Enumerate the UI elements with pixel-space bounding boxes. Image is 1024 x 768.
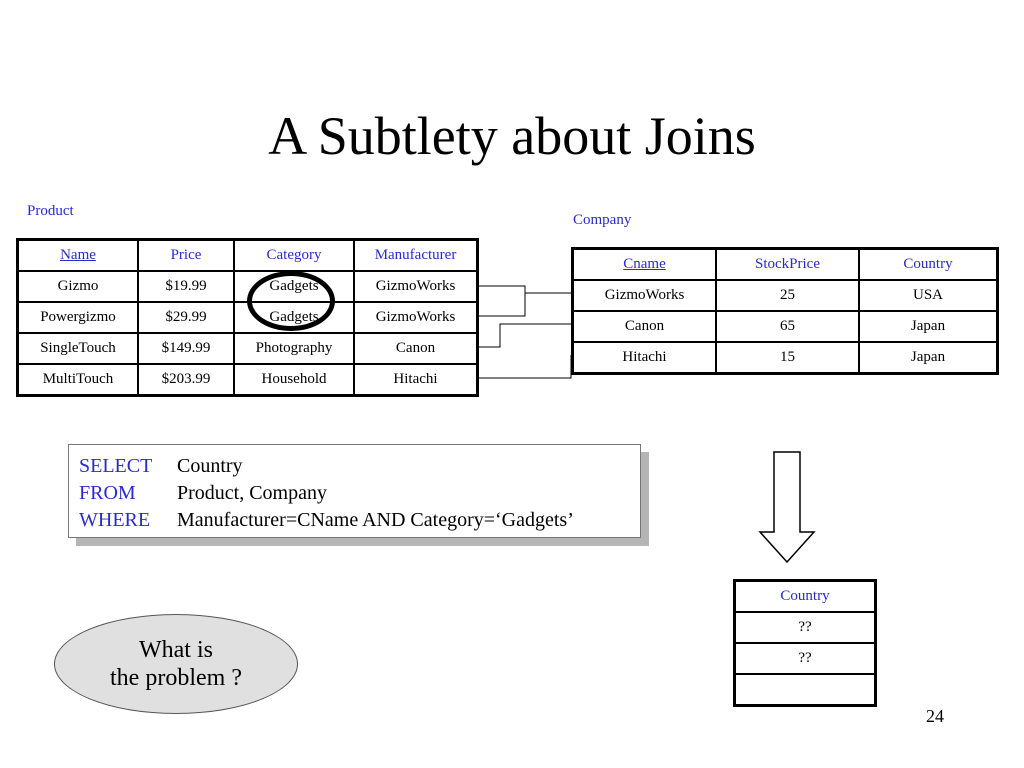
- table-row: MultiTouch $203.99 Household Hitachi: [16, 363, 479, 397]
- table-cell: Japan: [858, 341, 999, 375]
- table-cell: $149.99: [137, 332, 235, 365]
- table-row: SingleTouch $149.99 Photography Canon: [16, 332, 479, 365]
- sql-query-box: SELECT Country FROM Product, Company WHERE…: [68, 444, 641, 538]
- table-cell: USA: [858, 279, 999, 312]
- column-header-price: Price: [137, 238, 235, 272]
- join-line-gizmoworks: [479, 285, 526, 317]
- table-cell: GizmoWorks: [571, 279, 717, 312]
- table-cell: Hitachi: [571, 341, 717, 375]
- table-header-row: Name Price Category Manufacturer: [16, 238, 479, 272]
- table-cell: 25: [715, 279, 860, 312]
- table-cell: Hitachi: [353, 363, 479, 397]
- table-cell: 15: [715, 341, 860, 375]
- table-cell: Canon: [571, 310, 717, 343]
- table-cell: Powergizmo: [16, 301, 139, 334]
- table-header-row: Cname StockPrice Country: [571, 247, 999, 281]
- from-clause: FROM Product, Company: [79, 480, 640, 507]
- table-row: ??: [733, 642, 877, 675]
- join-line-canon: [479, 323, 571, 348]
- company-table-caption: Company: [573, 212, 632, 228]
- where-value: Manufacturer=CName AND Category=‘Gadgets…: [177, 509, 574, 531]
- column-header-country: Country: [858, 247, 999, 281]
- select-clause: SELECT Country: [79, 453, 640, 480]
- table-row: GizmoWorks 25 USA: [571, 279, 999, 312]
- callout-line-2: the problem ?: [110, 665, 242, 691]
- gadgets-highlight-circle: [247, 271, 335, 331]
- table-cell: MultiTouch: [16, 363, 139, 397]
- result-table: Country ?? ??: [733, 579, 877, 707]
- table-row: Canon 65 Japan: [571, 310, 999, 343]
- table-cell: Japan: [858, 310, 999, 343]
- column-header-manufacturer: Manufacturer: [353, 238, 479, 272]
- table-cell: SingleTouch: [16, 332, 139, 365]
- where-clause: WHERE Manufacturer=CName AND Category=‘Ga…: [79, 507, 640, 534]
- slide-title: A Subtlety about Joins: [268, 106, 756, 166]
- table-cell: GizmoWorks: [353, 270, 479, 303]
- table-cell: [733, 673, 877, 707]
- select-keyword: SELECT: [79, 455, 153, 477]
- where-keyword: WHERE: [79, 509, 151, 531]
- table-header-row: Country: [733, 579, 877, 613]
- table-cell: $203.99: [137, 363, 235, 397]
- table-cell: ??: [733, 642, 877, 675]
- table-cell: ??: [733, 611, 877, 644]
- table-row: [733, 673, 877, 707]
- table-cell: $19.99: [137, 270, 235, 303]
- company-table: Cname StockPrice Country GizmoWorks 25 U…: [571, 247, 999, 375]
- column-header-country: Country: [733, 579, 877, 613]
- table-cell: $29.99: [137, 301, 235, 334]
- table-cell: Photography: [233, 332, 355, 365]
- table-row: ??: [733, 611, 877, 644]
- table-row: Hitachi 15 Japan: [571, 341, 999, 375]
- product-table-caption: Product: [27, 203, 74, 219]
- question-callout-oval: What is the problem ?: [54, 614, 298, 714]
- table-cell: 65: [715, 310, 860, 343]
- from-keyword: FROM: [79, 482, 136, 504]
- table-cell: Gizmo: [16, 270, 139, 303]
- table-cell: Canon: [353, 332, 479, 365]
- select-value: Country: [177, 455, 243, 477]
- down-arrow-icon: [758, 451, 816, 564]
- from-value: Product, Company: [177, 482, 327, 504]
- join-line-hitachi: [479, 355, 572, 379]
- callout-line-1: What is: [139, 637, 213, 663]
- table-cell: GizmoWorks: [353, 301, 479, 334]
- page-number: 24: [926, 706, 944, 726]
- product-table: Name Price Category Manufacturer Gizmo $…: [16, 238, 479, 397]
- table-cell: Household: [233, 363, 355, 397]
